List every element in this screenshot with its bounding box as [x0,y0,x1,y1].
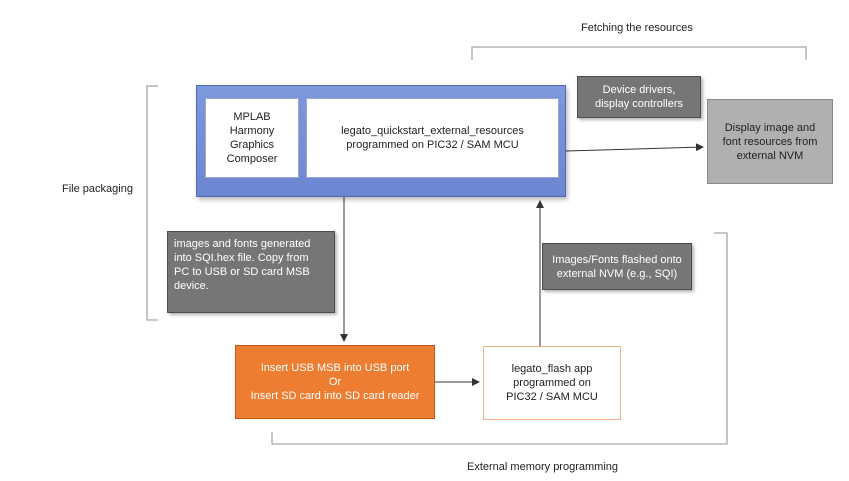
display-box: Display image and font resources from ex… [707,99,833,184]
arrow-quickstart-to-display [565,143,704,152]
images-generated-line: images and fonts generated [174,238,311,250]
composer-box: MPLAB Harmony Graphics Composer [205,98,299,178]
file-packaging-label: File packaging [62,183,133,195]
file-packaging-bracket [146,85,158,321]
composer-line: Composer [226,153,278,165]
external-programming-label: External memory programming [467,461,618,473]
usb-line: Insert SD card into SD card reader [250,390,420,402]
quickstart-line: legato_quickstart_external_resources [341,125,524,137]
usb-line: Insert USB MSB into USB port [260,362,410,374]
display-line: font resources from [722,135,818,148]
images-generated-box: images and fonts generated into SQI.hex … [167,231,335,313]
usb-sd-box: Insert USB MSB into USB port Or Insert S… [235,345,435,419]
external-programming-bracket [271,232,728,445]
quickstart-line: programmed on PIC32 / SAM MCU [346,139,519,151]
quickstart-box: legato_quickstart_external_resources pro… [306,98,559,178]
composer-line: Harmony [229,125,275,137]
fetching-label: Fetching the resources [581,22,693,34]
drivers-line: display controllers [594,98,684,110]
drivers-box: Device drivers, display controllers [577,76,701,118]
composer-line: MPLAB [233,111,271,123]
legato-flash-box: legato_flash app programmed on PIC32 / S… [483,346,621,420]
flashed-box: Images/Fonts flashed onto external NVM (… [542,243,692,290]
display-line: external NVM [736,149,804,162]
composer-line: Graphics [229,139,275,151]
images-generated-line: device. [174,280,209,292]
images-generated-line: PC to USB or SD card MSB [174,266,310,278]
legato-flash-line: PIC32 / SAM MCU [506,391,598,403]
usb-line: Or [328,376,342,388]
legato-flash-line: legato_flash app [511,363,593,375]
flashed-line: Images/Fonts flashed onto [552,253,682,266]
display-line: Display image and [724,121,816,134]
fetching-bracket [471,46,807,60]
drivers-line: Device drivers, [602,84,676,96]
legato-flash-line: programmed on [513,377,591,389]
flashed-line: external NVM (e.g., SQI) [556,267,678,280]
images-generated-line: into SQI.hex file. Copy from [174,252,309,264]
